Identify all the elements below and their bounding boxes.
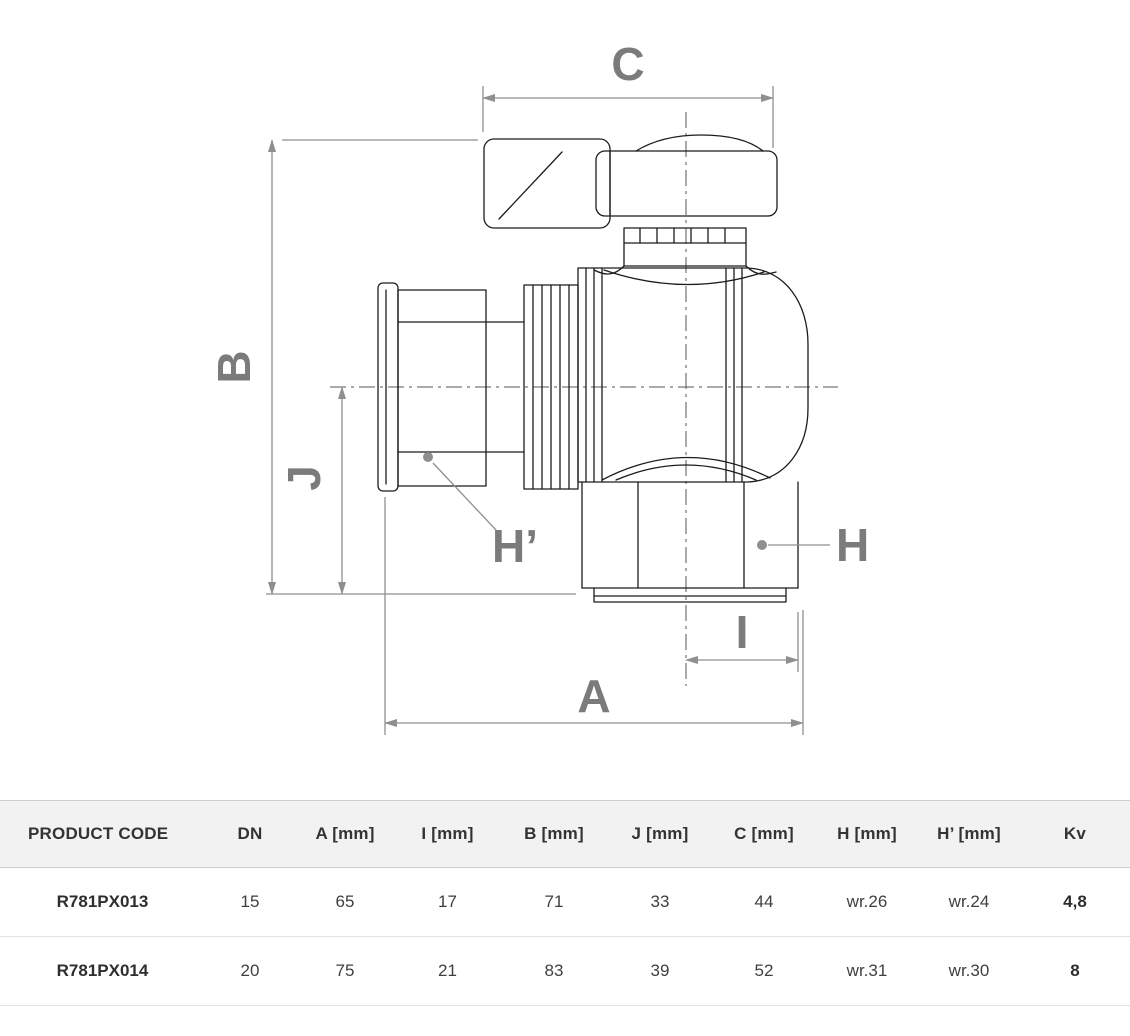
- valve-stem: [623, 227, 747, 267]
- table-cell: wr.26: [816, 867, 918, 937]
- column-header-b: B [mm]: [500, 800, 608, 868]
- table-cell: 33: [608, 867, 712, 937]
- dimension-b: [266, 139, 576, 595]
- centerlines: [330, 112, 838, 686]
- table-cell: 8: [1020, 936, 1130, 1006]
- union-nut-connection: [377, 282, 579, 492]
- table-header-row: PRODUCT CODE DN A [mm] I [mm] B [mm] J […: [0, 800, 1130, 868]
- product-code-cell: R781PX013: [0, 867, 205, 937]
- dim-label-a: A: [577, 670, 610, 722]
- table-cell: 44: [712, 867, 816, 937]
- column-header-h: H [mm]: [816, 800, 918, 868]
- valve-technical-drawing: C B J H’ H: [208, 38, 869, 735]
- dim-label-i: I: [736, 606, 749, 658]
- table-cell: wr.30: [918, 936, 1020, 1006]
- column-header-i: I [mm]: [395, 800, 500, 868]
- table-cell: 75: [295, 936, 395, 1006]
- column-header-kv: Kv: [1020, 800, 1130, 868]
- handle-dome: [635, 134, 764, 152]
- table-row: R781PX014 20 75 21 83 39 52 wr.31 wr.30 …: [0, 936, 1130, 1006]
- valve-body: [577, 265, 809, 483]
- h-reference-dot: [757, 540, 767, 550]
- table-cell: wr.24: [918, 867, 1020, 937]
- column-header-dn: DN: [205, 800, 295, 868]
- column-header-j: J [mm]: [608, 800, 712, 868]
- dim-label-c: C: [611, 38, 644, 90]
- valve-line-art: [377, 134, 809, 603]
- table-cell: 39: [608, 936, 712, 1006]
- column-header-product-code: PRODUCT CODE: [0, 800, 205, 868]
- column-header-h-prime: H’ [mm]: [918, 800, 1020, 868]
- dimension-c: [482, 86, 774, 148]
- column-header-a: A [mm]: [295, 800, 395, 868]
- dimension-h-prime: [432, 462, 497, 531]
- product-code-cell: R781PX014: [0, 936, 205, 1006]
- handle-arm: [595, 150, 778, 217]
- dim-label-h: H: [836, 519, 869, 571]
- spec-table: PRODUCT CODE DN A [mm] I [mm] B [mm] J […: [0, 800, 1130, 1006]
- outlet-hex-nut: [581, 481, 799, 603]
- dim-label-b: B: [208, 350, 260, 383]
- column-header-c: C [mm]: [712, 800, 816, 868]
- table-cell: 4,8: [1020, 867, 1130, 937]
- table-cell: 52: [712, 936, 816, 1006]
- table-cell: 20: [205, 936, 295, 1006]
- table-cell: 65: [295, 867, 395, 937]
- table-cell: 83: [500, 936, 608, 1006]
- dim-label-h-prime: H’: [492, 520, 538, 572]
- h-prime-reference-dot: [423, 452, 433, 462]
- dimension-i: [685, 612, 799, 672]
- table-cell: 17: [395, 867, 500, 937]
- table-cell: 71: [500, 867, 608, 937]
- dimension-a: [384, 497, 804, 735]
- table-cell: 15: [205, 867, 295, 937]
- table-cell: 21: [395, 936, 500, 1006]
- table-row: R781PX013 15 65 17 71 33 44 wr.26 wr.24 …: [0, 867, 1130, 937]
- table-cell: wr.31: [816, 936, 918, 1006]
- dim-label-j: J: [278, 465, 330, 491]
- valve-diagram: C B J H’ H: [208, 38, 869, 735]
